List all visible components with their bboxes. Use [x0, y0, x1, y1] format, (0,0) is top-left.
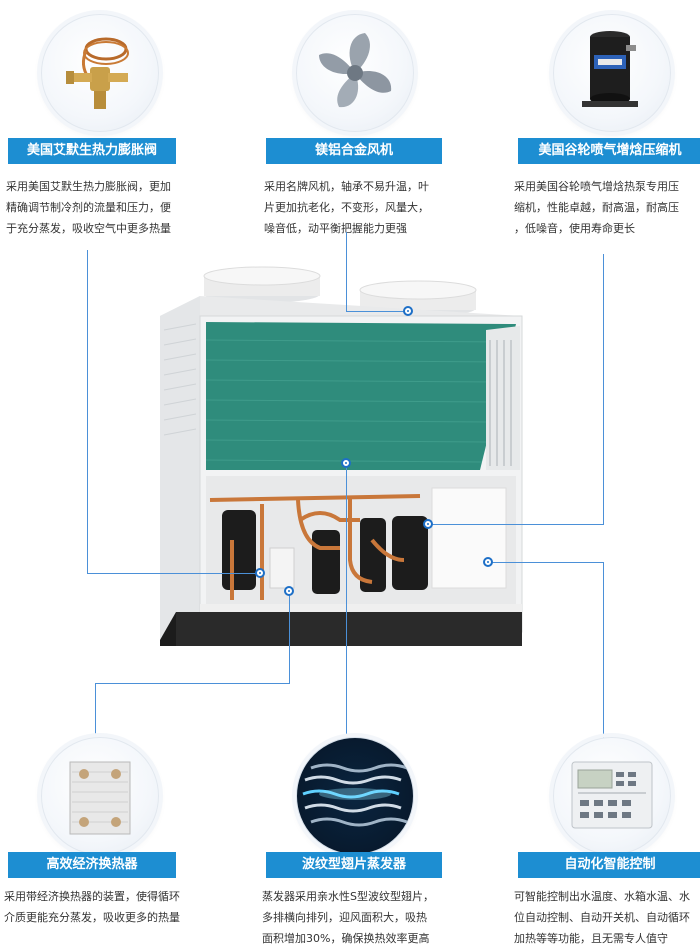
fan-desc-line: 噪音低，动平衡把握能力更强 — [264, 222, 407, 235]
evaporator-title: 波纹型翅片蒸发器 — [266, 852, 442, 878]
compressor-connector-line — [428, 524, 604, 525]
control-connector-line — [603, 562, 604, 738]
evaporator-desc-line: 多排横向排列，迎风面积大，吸热 — [262, 911, 427, 924]
evaporator-hotspot-dot[interactable] — [341, 458, 351, 468]
fan-desc-line: 片更加抗老化，不变形，风量大， — [264, 201, 429, 214]
evaporator-image-circle — [296, 737, 414, 855]
exchanger-connector-line — [95, 683, 290, 684]
valve-connector-line — [87, 250, 88, 574]
exchanger-title: 高效经济换热器 — [8, 852, 176, 878]
valve-desc-line: 精确调节制冷剂的流量和压力，便 — [6, 201, 171, 214]
control-desc-line: 加热等等功能，且无需专人值守 — [514, 932, 668, 945]
exchanger-connector-line — [289, 591, 290, 683]
compressor-title: 美国谷轮喷气增焓压缩机 — [518, 138, 700, 164]
plate-heat-exchanger-icon — [69, 761, 131, 835]
valve-desc-line: 采用美国艾默生热力膨胀阀，更加 — [6, 180, 171, 193]
valve-description: 采用美国艾默生热力膨胀阀，更加 精确调节制冷剂的流量和压力，便 于充分蒸发，吸收… — [6, 176, 184, 239]
compressor-description: 采用美国谷轮喷气增焓热泵专用压 缩机，性能卓越，耐高温，耐高压 ，低噪音，使用寿… — [514, 176, 694, 239]
fan-description: 采用名牌风机，轴承不易升温，叶 片更加抗老化，不变形，风量大， 噪音低，动平衡把… — [264, 176, 442, 239]
control-image-circle — [553, 737, 671, 855]
fan-connector-line — [346, 311, 408, 312]
evaporator-connector-line — [346, 464, 347, 736]
compressor-connector-line — [603, 254, 604, 525]
control-desc-line: 可智能控制出水温度、水箱水温、水 — [514, 890, 690, 903]
exchanger-desc-line: 采用带经济换热器的装置，使得循环 — [4, 890, 180, 903]
valve-image-circle — [41, 14, 159, 132]
compressor-image-circle — [553, 14, 671, 132]
exchanger-image-circle — [41, 737, 159, 855]
fan-desc-line: 采用名牌风机，轴承不易升温，叶 — [264, 180, 429, 193]
exchanger-connector-line — [95, 683, 96, 735]
fan-blade-icon — [319, 33, 392, 108]
fan-hotspot-dot[interactable] — [403, 306, 413, 316]
evaporator-desc-line: 蒸发器采用亲水性S型波纹型翅片， — [262, 890, 434, 903]
exchanger-desc-line: 介质更能充分蒸发，吸收更多的热量 — [4, 911, 180, 924]
compressor-desc-line: 采用美国谷轮喷气增焓热泵专用压 — [514, 180, 679, 193]
expansion-valve-icon — [66, 37, 129, 109]
compressor-desc-line: 缩机，性能卓越，耐高温，耐高压 — [514, 201, 679, 214]
valve-title: 美国艾默生热力膨胀阀 — [8, 138, 176, 164]
control-connector-line — [488, 562, 604, 563]
evaporator-desc-line: 面积增加30%，确保换热效率更高 — [262, 932, 430, 945]
control-title: 自动化智能控制 — [518, 852, 700, 878]
control-hotspot-dot[interactable] — [483, 557, 493, 567]
compressor-hotspot-dot[interactable] — [423, 519, 433, 529]
controller-panel-icon — [571, 761, 653, 829]
valve-connector-line — [87, 573, 260, 574]
valve-hotspot-dot[interactable] — [255, 568, 265, 578]
fan-image-circle — [296, 14, 414, 132]
exchanger-hotspot-dot[interactable] — [284, 586, 294, 596]
evaporator-description: 蒸发器采用亲水性S型波纹型翅片， 多排横向排列，迎风面积大，吸热 面积增加30%… — [262, 886, 444, 949]
exchanger-description: 采用带经济换热器的装置，使得循环 介质更能充分蒸发，吸收更多的热量 — [4, 886, 186, 928]
fan-title: 镁铝合金风机 — [266, 138, 442, 164]
fan-connector-line — [346, 232, 347, 312]
control-desc-line: 位自动控制、自动开关机、自动循环 — [514, 911, 690, 924]
finned-evaporator-icon — [302, 763, 408, 827]
valve-desc-line: 于充分蒸发，吸收空气中更多热量 — [6, 222, 171, 235]
compressor-icon — [582, 31, 638, 107]
compressor-desc-line: ，低噪音，使用寿命更长 — [514, 222, 635, 235]
control-description: 可智能控制出水温度、水箱水温、水 位自动控制、自动开关机、自动循环 加热等等功能… — [514, 886, 698, 949]
